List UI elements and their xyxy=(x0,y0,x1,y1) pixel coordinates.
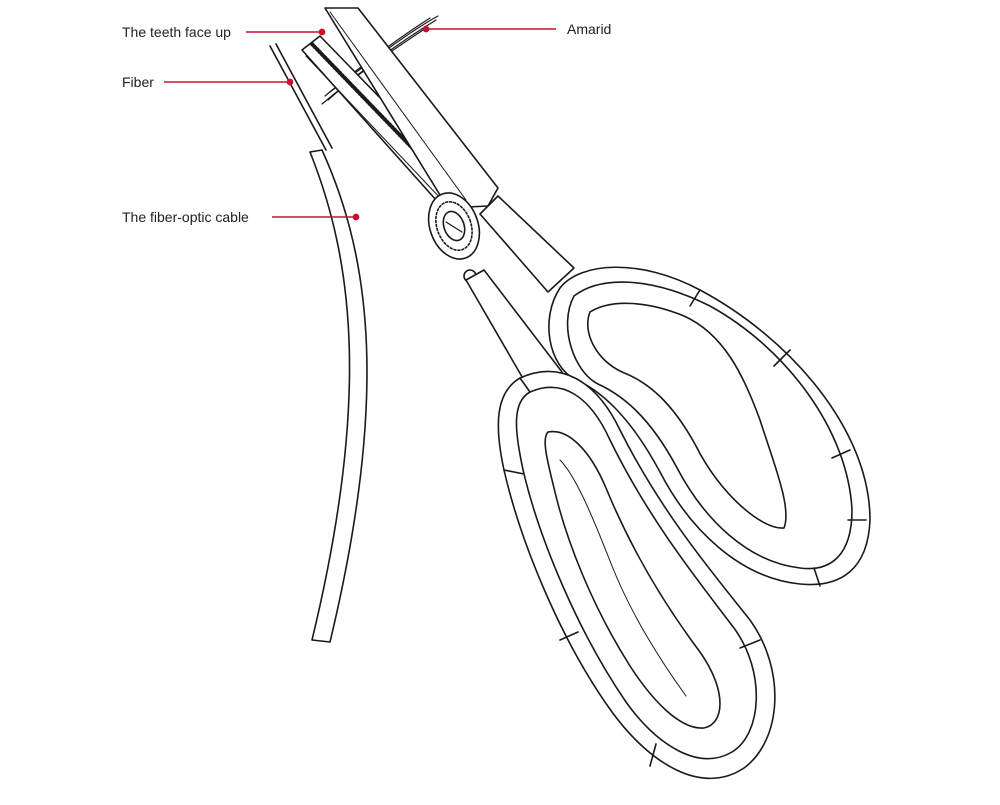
upper-handle-shaft xyxy=(479,195,575,293)
lower-handle-shaft xyxy=(465,269,563,395)
leader-dot-fiber xyxy=(286,78,294,86)
fiber-strand xyxy=(269,43,333,151)
fiber-optic-cable xyxy=(309,149,368,643)
label-teeth-face-up: The teeth face up xyxy=(122,24,231,40)
pivot-screw xyxy=(427,192,481,260)
label-fiber-optic-cable: The fiber-optic cable xyxy=(122,209,249,225)
leader-dot-teeth xyxy=(318,28,326,36)
upper-blade xyxy=(324,7,499,209)
label-fiber: Fiber xyxy=(122,74,154,90)
label-amarid: Amarid xyxy=(567,21,612,37)
leader-dot-amarid xyxy=(422,25,430,33)
leader-dot-cable xyxy=(352,213,360,221)
leader-lines xyxy=(164,25,556,221)
lower-handle-loop xyxy=(497,370,776,780)
